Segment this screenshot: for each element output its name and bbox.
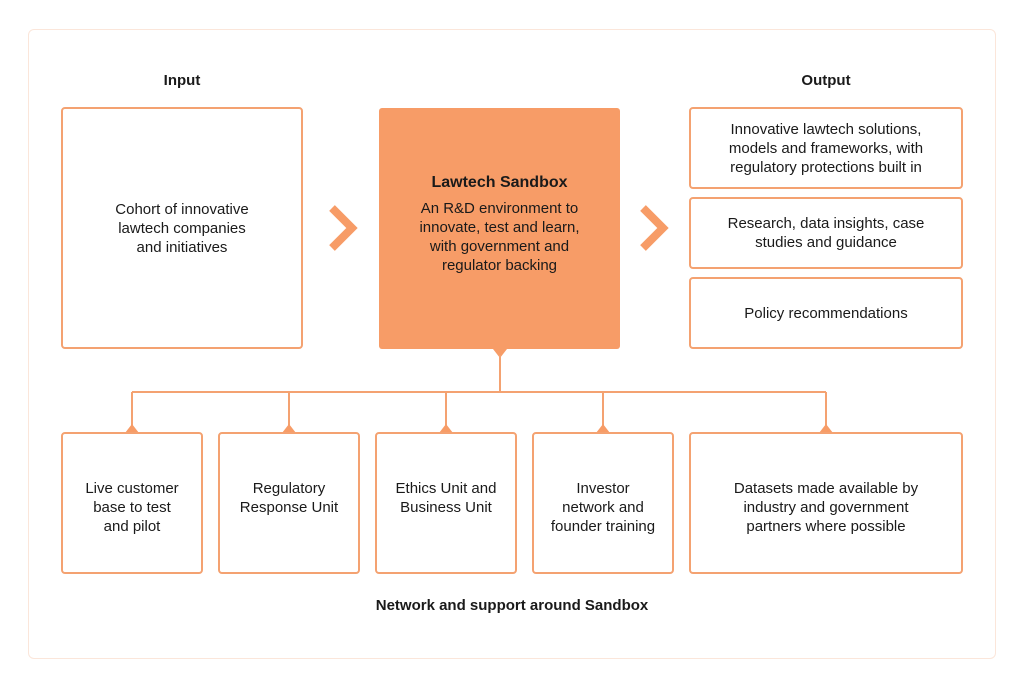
arrow-up-icon <box>819 424 833 433</box>
support-text-datasets: Datasets made available by industry and … <box>733 480 919 535</box>
output-box-solutions: Innovative lawtech solutions, models and… <box>689 107 963 189</box>
support-text-ethics: Ethics Unit and Business Unit <box>395 480 497 516</box>
output-box-policy: Policy recommendations <box>689 277 963 349</box>
arrow-up-icon <box>125 424 139 433</box>
footer-caption: Network and support around Sandbox <box>375 597 649 614</box>
input-heading: Input <box>163 72 201 89</box>
sandbox-title: Lawtech Sandbox <box>431 174 568 191</box>
chevron-right-icon <box>329 205 358 251</box>
diagram-frame <box>28 29 996 659</box>
arrow-up-icon <box>282 424 296 433</box>
support-text-regulatory: Regulatory Response Unit <box>239 480 339 516</box>
input-box: Cohort of innovative lawtech companies a… <box>61 107 303 349</box>
connector-notch <box>493 349 507 358</box>
output-text-research: Research, data insights, case studies an… <box>727 215 925 251</box>
output-text-policy: Policy recommendations <box>744 304 908 322</box>
sandbox-box: Lawtech Sandbox An R&D environment to in… <box>379 108 620 349</box>
support-box-investor: Investor network and founder training <box>532 432 674 574</box>
support-box-ethics: Ethics Unit and Business Unit <box>375 432 517 574</box>
arrow-up-icon <box>439 424 453 433</box>
support-text-investor: Investor network and founder training <box>550 480 656 535</box>
support-text-customer-base: Live customer base to test and pilot <box>85 480 179 535</box>
chevron-right-icon <box>640 205 669 251</box>
sandbox-description: An R&D environment to innovate, test and… <box>419 200 580 274</box>
arrow-up-icon <box>596 424 610 433</box>
support-box-datasets: Datasets made available by industry and … <box>689 432 963 574</box>
input-box-text: Cohort of innovative lawtech companies a… <box>115 200 249 256</box>
output-box-research: Research, data insights, case studies an… <box>689 197 963 269</box>
support-box-regulatory: Regulatory Response Unit <box>218 432 360 574</box>
output-heading: Output <box>801 72 851 89</box>
output-text-solutions: Innovative lawtech solutions, models and… <box>728 120 924 176</box>
support-box-customer-base: Live customer base to test and pilot <box>61 432 203 574</box>
